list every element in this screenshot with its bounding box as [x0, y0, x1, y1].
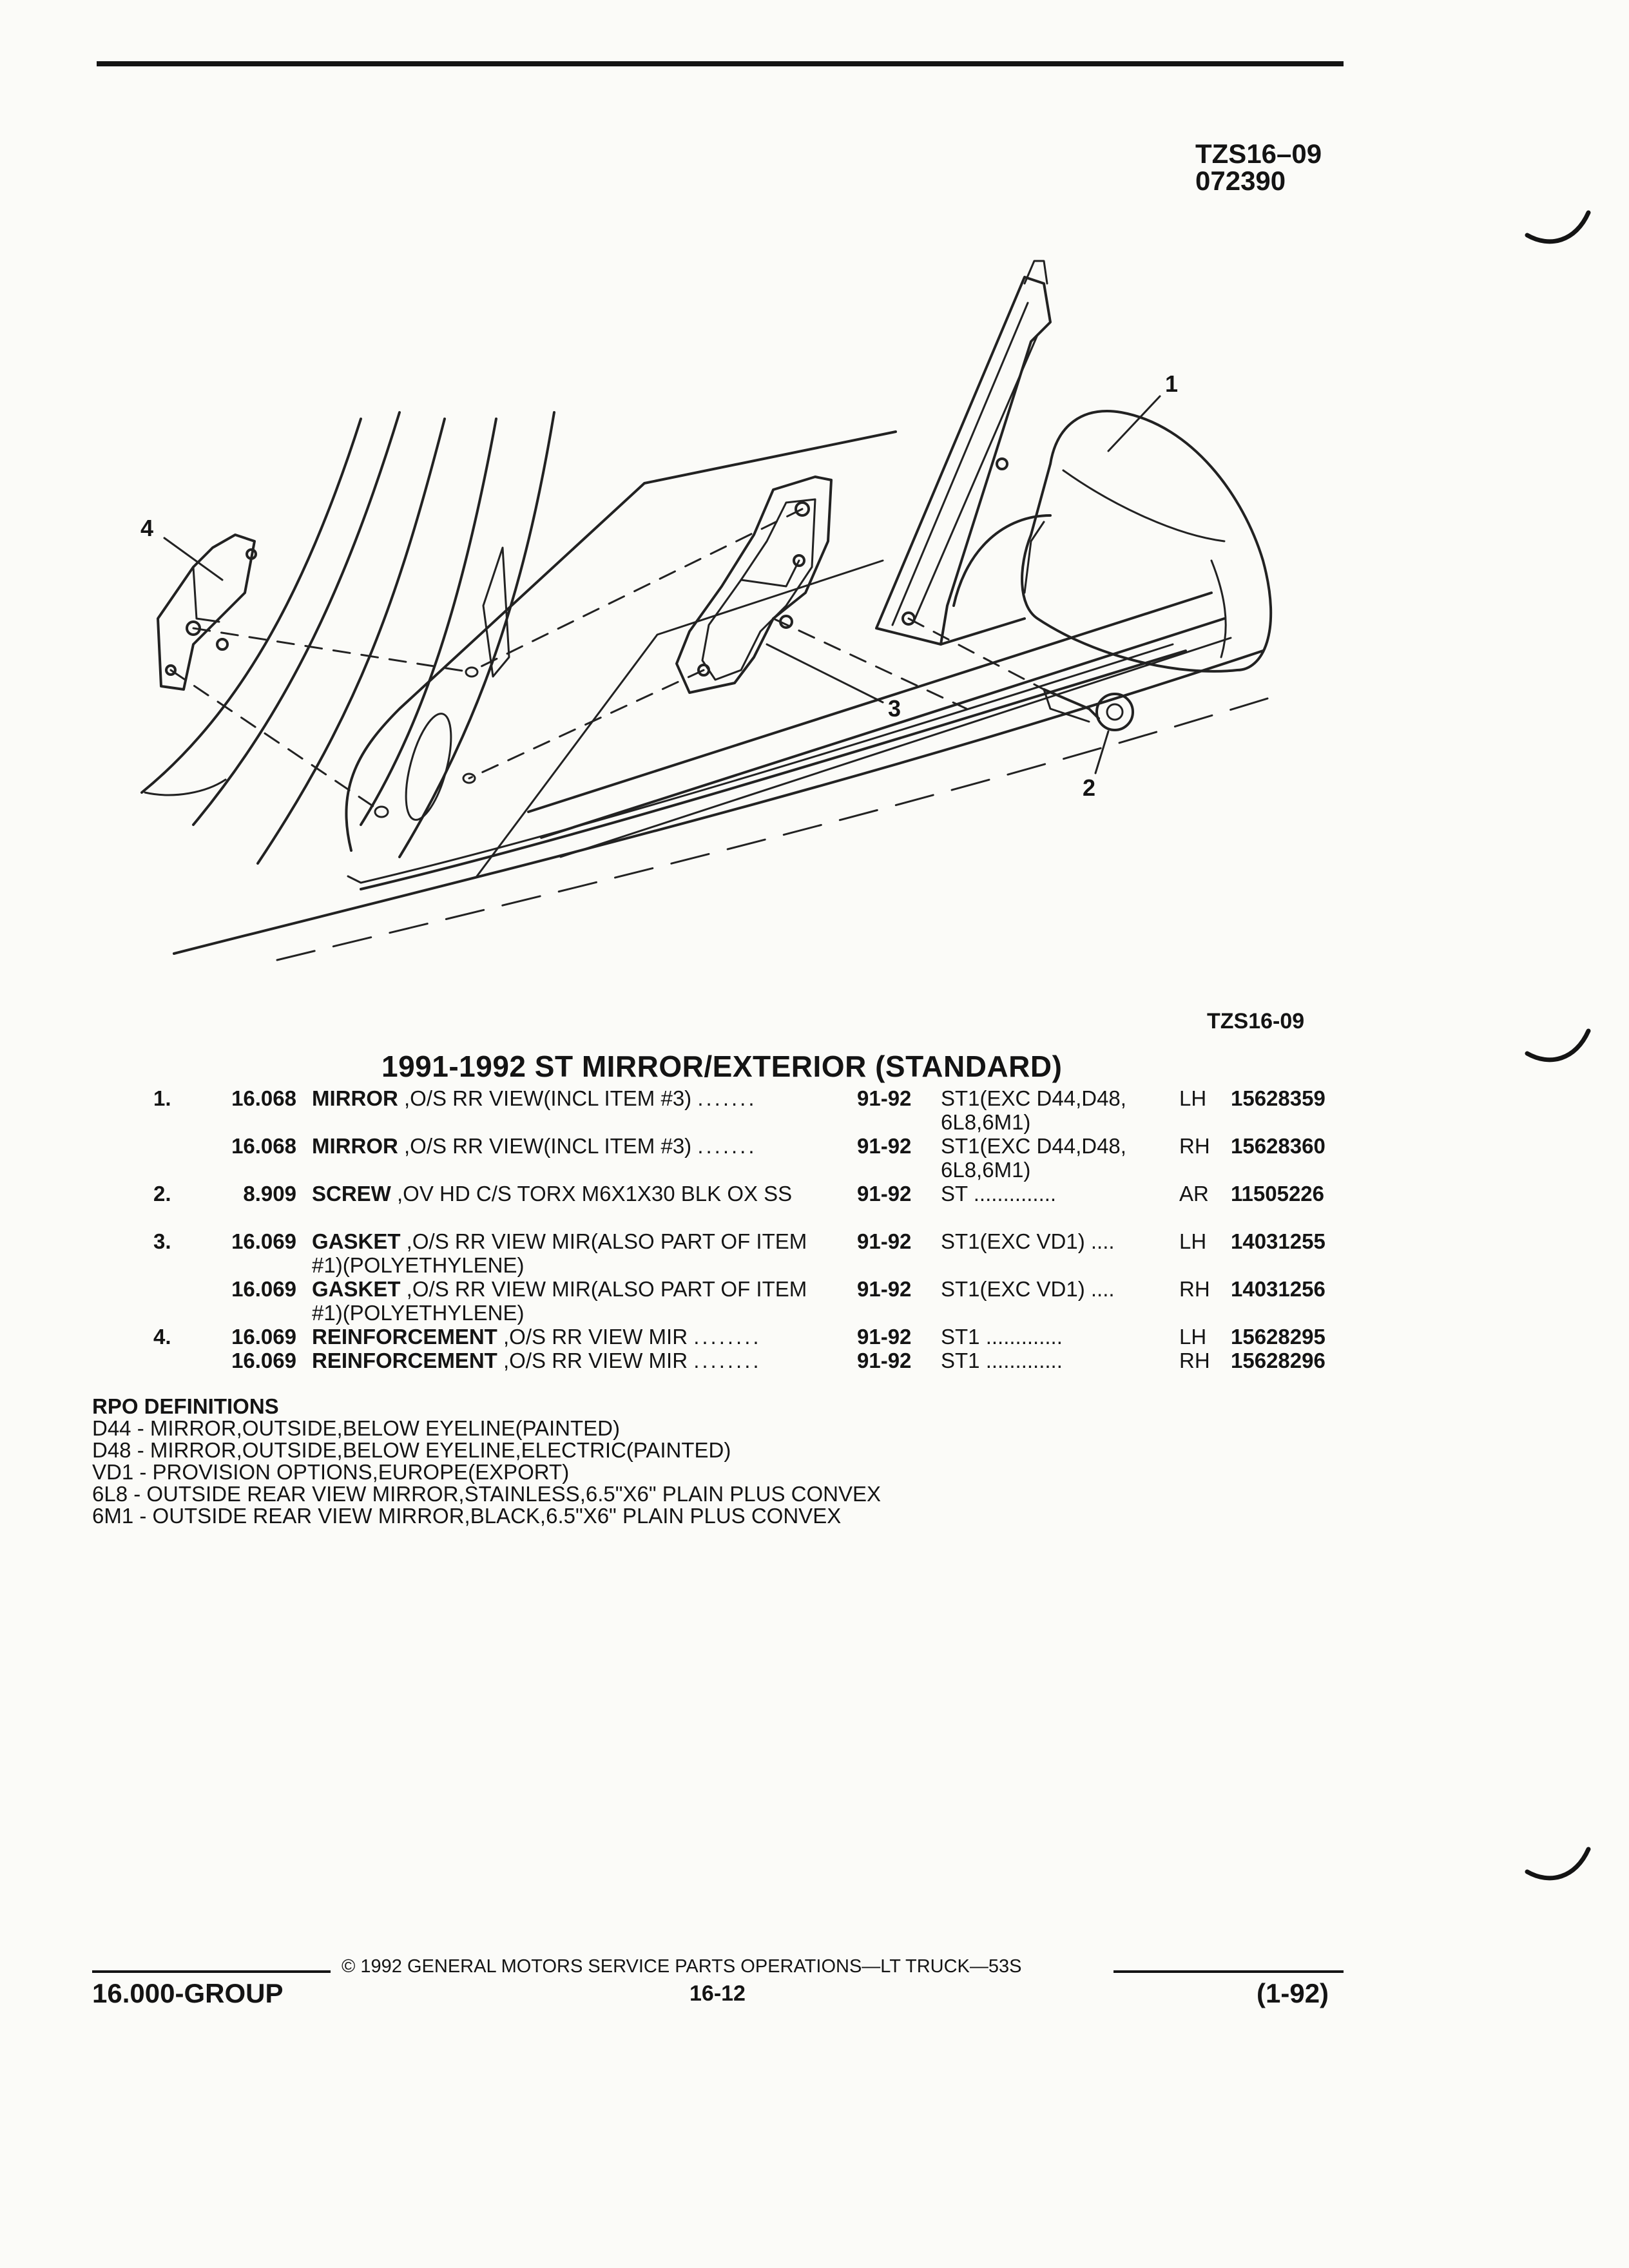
callout-2: 2 — [1083, 774, 1095, 801]
model-usage: ST1(EXC VD1) .... — [941, 1277, 1115, 1301]
group-number: 16.069 — [231, 1229, 296, 1253]
door-frame — [140, 411, 1277, 961]
group-number: 8.909 — [243, 1182, 296, 1206]
parts-list: 1. 16.068 MIRROR ,O/S RR VIEW(INCL ITEM … — [0, 1086, 1629, 1372]
part-number: 15628359 — [1231, 1086, 1325, 1110]
side: LH — [1179, 1086, 1207, 1110]
part-description: REINFORCEMENT ,O/S RR VIEW MIR ........ — [312, 1325, 762, 1349]
mirror-assembly — [875, 260, 1273, 673]
table-row: 16.069 REINFORCEMENT ,O/S RR VIEW MIR ..… — [0, 1349, 1629, 1372]
callout-4: 4 — [140, 515, 153, 541]
group-number: 16.068 — [231, 1086, 296, 1110]
group-number: 16.069 — [231, 1277, 296, 1301]
footer-group: 16.000-GROUP — [92, 1978, 284, 2008]
part-description: GASKET ,O/S RR VIEW MIR(ALSO PART OF ITE… — [312, 1229, 807, 1277]
section-title: 1991-1992 ST MIRROR/EXTERIOR (STANDARD) — [381, 1050, 1063, 1083]
side: RH — [1179, 1134, 1210, 1158]
illustration-code: TZS16–09 072390 — [1195, 140, 1322, 195]
part-description: MIRROR ,O/S RR VIEW(INCL ITEM #3) ......… — [312, 1134, 757, 1158]
alignment-lines — [169, 508, 1045, 813]
footer-rule-right — [1113, 1970, 1344, 1973]
side: LH — [1179, 1325, 1207, 1349]
gasket-part — [675, 476, 833, 694]
table-row: 1. 16.068 MIRROR ,O/S RR VIEW(INCL ITEM … — [0, 1086, 1629, 1134]
part-number: 15628296 — [1231, 1349, 1325, 1372]
table-row: 2. 8.909 SCREW ,OV HD C/S TORX M6X1X30 B… — [0, 1182, 1629, 1229]
rpo-line: VD1 - PROVISION OPTIONS,EUROPE(EXPORT) — [92, 1460, 570, 1484]
side: RH — [1179, 1349, 1210, 1372]
part-number: 15628360 — [1231, 1134, 1325, 1158]
model-years: 91-92 — [857, 1134, 912, 1158]
part-description: MIRROR ,O/S RR VIEW(INCL ITEM #3) ......… — [312, 1086, 757, 1110]
rpo-definitions: RPO DEFINITIONS D44 - MIRROR,OUTSIDE,BEL… — [92, 1396, 881, 1527]
table-row: 3. 16.069 GASKET ,O/S RR VIEW MIR(ALSO P… — [0, 1229, 1629, 1277]
part-description: SCREW ,OV HD C/S TORX M6X1X30 BLK OX SS — [312, 1182, 793, 1206]
group-number: 16.068 — [231, 1134, 296, 1158]
item-number: 1. — [153, 1086, 171, 1110]
footer-rule-left — [92, 1970, 331, 1973]
footer-revision: (1-92) — [1257, 1978, 1329, 2008]
table-row: 16.068 MIRROR ,O/S RR VIEW(INCL ITEM #3)… — [0, 1134, 1629, 1182]
group-number: 16.069 — [231, 1325, 296, 1349]
side: RH — [1179, 1277, 1210, 1301]
footer-copyright: © 1992 GENERAL MOTORS SERVICE PARTS OPER… — [342, 1956, 1022, 1977]
figure-code: TZS16-09 — [1207, 1009, 1305, 1033]
binding-mark-icon — [1525, 1028, 1591, 1062]
model-usage: ST1(EXC D44,D48, 6L8,6M1) — [941, 1134, 1126, 1182]
illustration-code-line-1: TZS16–09 — [1195, 139, 1322, 169]
item-number: 4. — [153, 1325, 171, 1349]
rpo-title: RPO DEFINITIONS — [92, 1394, 279, 1418]
top-rule — [97, 61, 1344, 66]
binding-mark-icon — [1525, 210, 1591, 244]
rpo-line: 6M1 - OUTSIDE REAR VIEW MIRROR,BLACK,6.5… — [92, 1504, 842, 1528]
part-number: 14031256 — [1231, 1277, 1325, 1301]
rpo-line: D48 - MIRROR,OUTSIDE,BELOW EYELINE,ELECT… — [92, 1438, 731, 1462]
model-years: 91-92 — [857, 1325, 912, 1349]
side: LH — [1179, 1229, 1207, 1253]
leader-lines — [163, 395, 1161, 774]
page-number: 16-12 — [689, 1981, 746, 2006]
binding-mark-icon — [1525, 1847, 1591, 1881]
model-years: 91-92 — [857, 1349, 912, 1372]
exploded-diagram: 4 1 3 2 — [140, 260, 1277, 961]
part-description: REINFORCEMENT ,O/S RR VIEW MIR ........ — [312, 1349, 762, 1372]
rpo-line: 6L8 - OUTSIDE REAR VIEW MIRROR,STAINLESS… — [92, 1482, 881, 1506]
rpo-line: D44 - MIRROR,OUTSIDE,BELOW EYELINE(PAINT… — [92, 1416, 621, 1440]
model-usage: ST1(EXC D44,D48, 6L8,6M1) — [941, 1086, 1126, 1134]
group-number: 16.069 — [231, 1349, 296, 1372]
reinforcement-part — [157, 533, 257, 691]
part-number: 11505226 — [1231, 1182, 1325, 1206]
part-number: 14031255 — [1231, 1229, 1325, 1253]
illustration-code-line-2: 072390 — [1195, 166, 1286, 196]
model-usage: ST .............. — [941, 1182, 1057, 1206]
model-years: 91-92 — [857, 1229, 912, 1253]
part-number: 15628295 — [1231, 1325, 1325, 1349]
model-usage: ST1(EXC VD1) .... — [941, 1229, 1115, 1253]
model-usage: ST1 ............. — [941, 1325, 1063, 1349]
callout-3: 3 — [888, 695, 901, 722]
table-row: 4. 16.069 REINFORCEMENT ,O/S RR VIEW MIR… — [0, 1325, 1629, 1349]
model-years: 91-92 — [857, 1086, 912, 1110]
model-years: 91-92 — [857, 1277, 912, 1301]
callout-1: 1 — [1165, 370, 1178, 397]
table-row: 16.069 GASKET ,O/S RR VIEW MIR(ALSO PART… — [0, 1277, 1629, 1325]
side: AR — [1179, 1182, 1209, 1206]
model-years: 91-92 — [857, 1182, 912, 1206]
part-description: GASKET ,O/S RR VIEW MIR(ALSO PART OF ITE… — [312, 1277, 807, 1325]
item-number: 2. — [153, 1182, 171, 1206]
model-usage: ST1 ............. — [941, 1349, 1063, 1372]
screw-part — [1043, 688, 1134, 731]
item-number: 3. — [153, 1229, 171, 1253]
